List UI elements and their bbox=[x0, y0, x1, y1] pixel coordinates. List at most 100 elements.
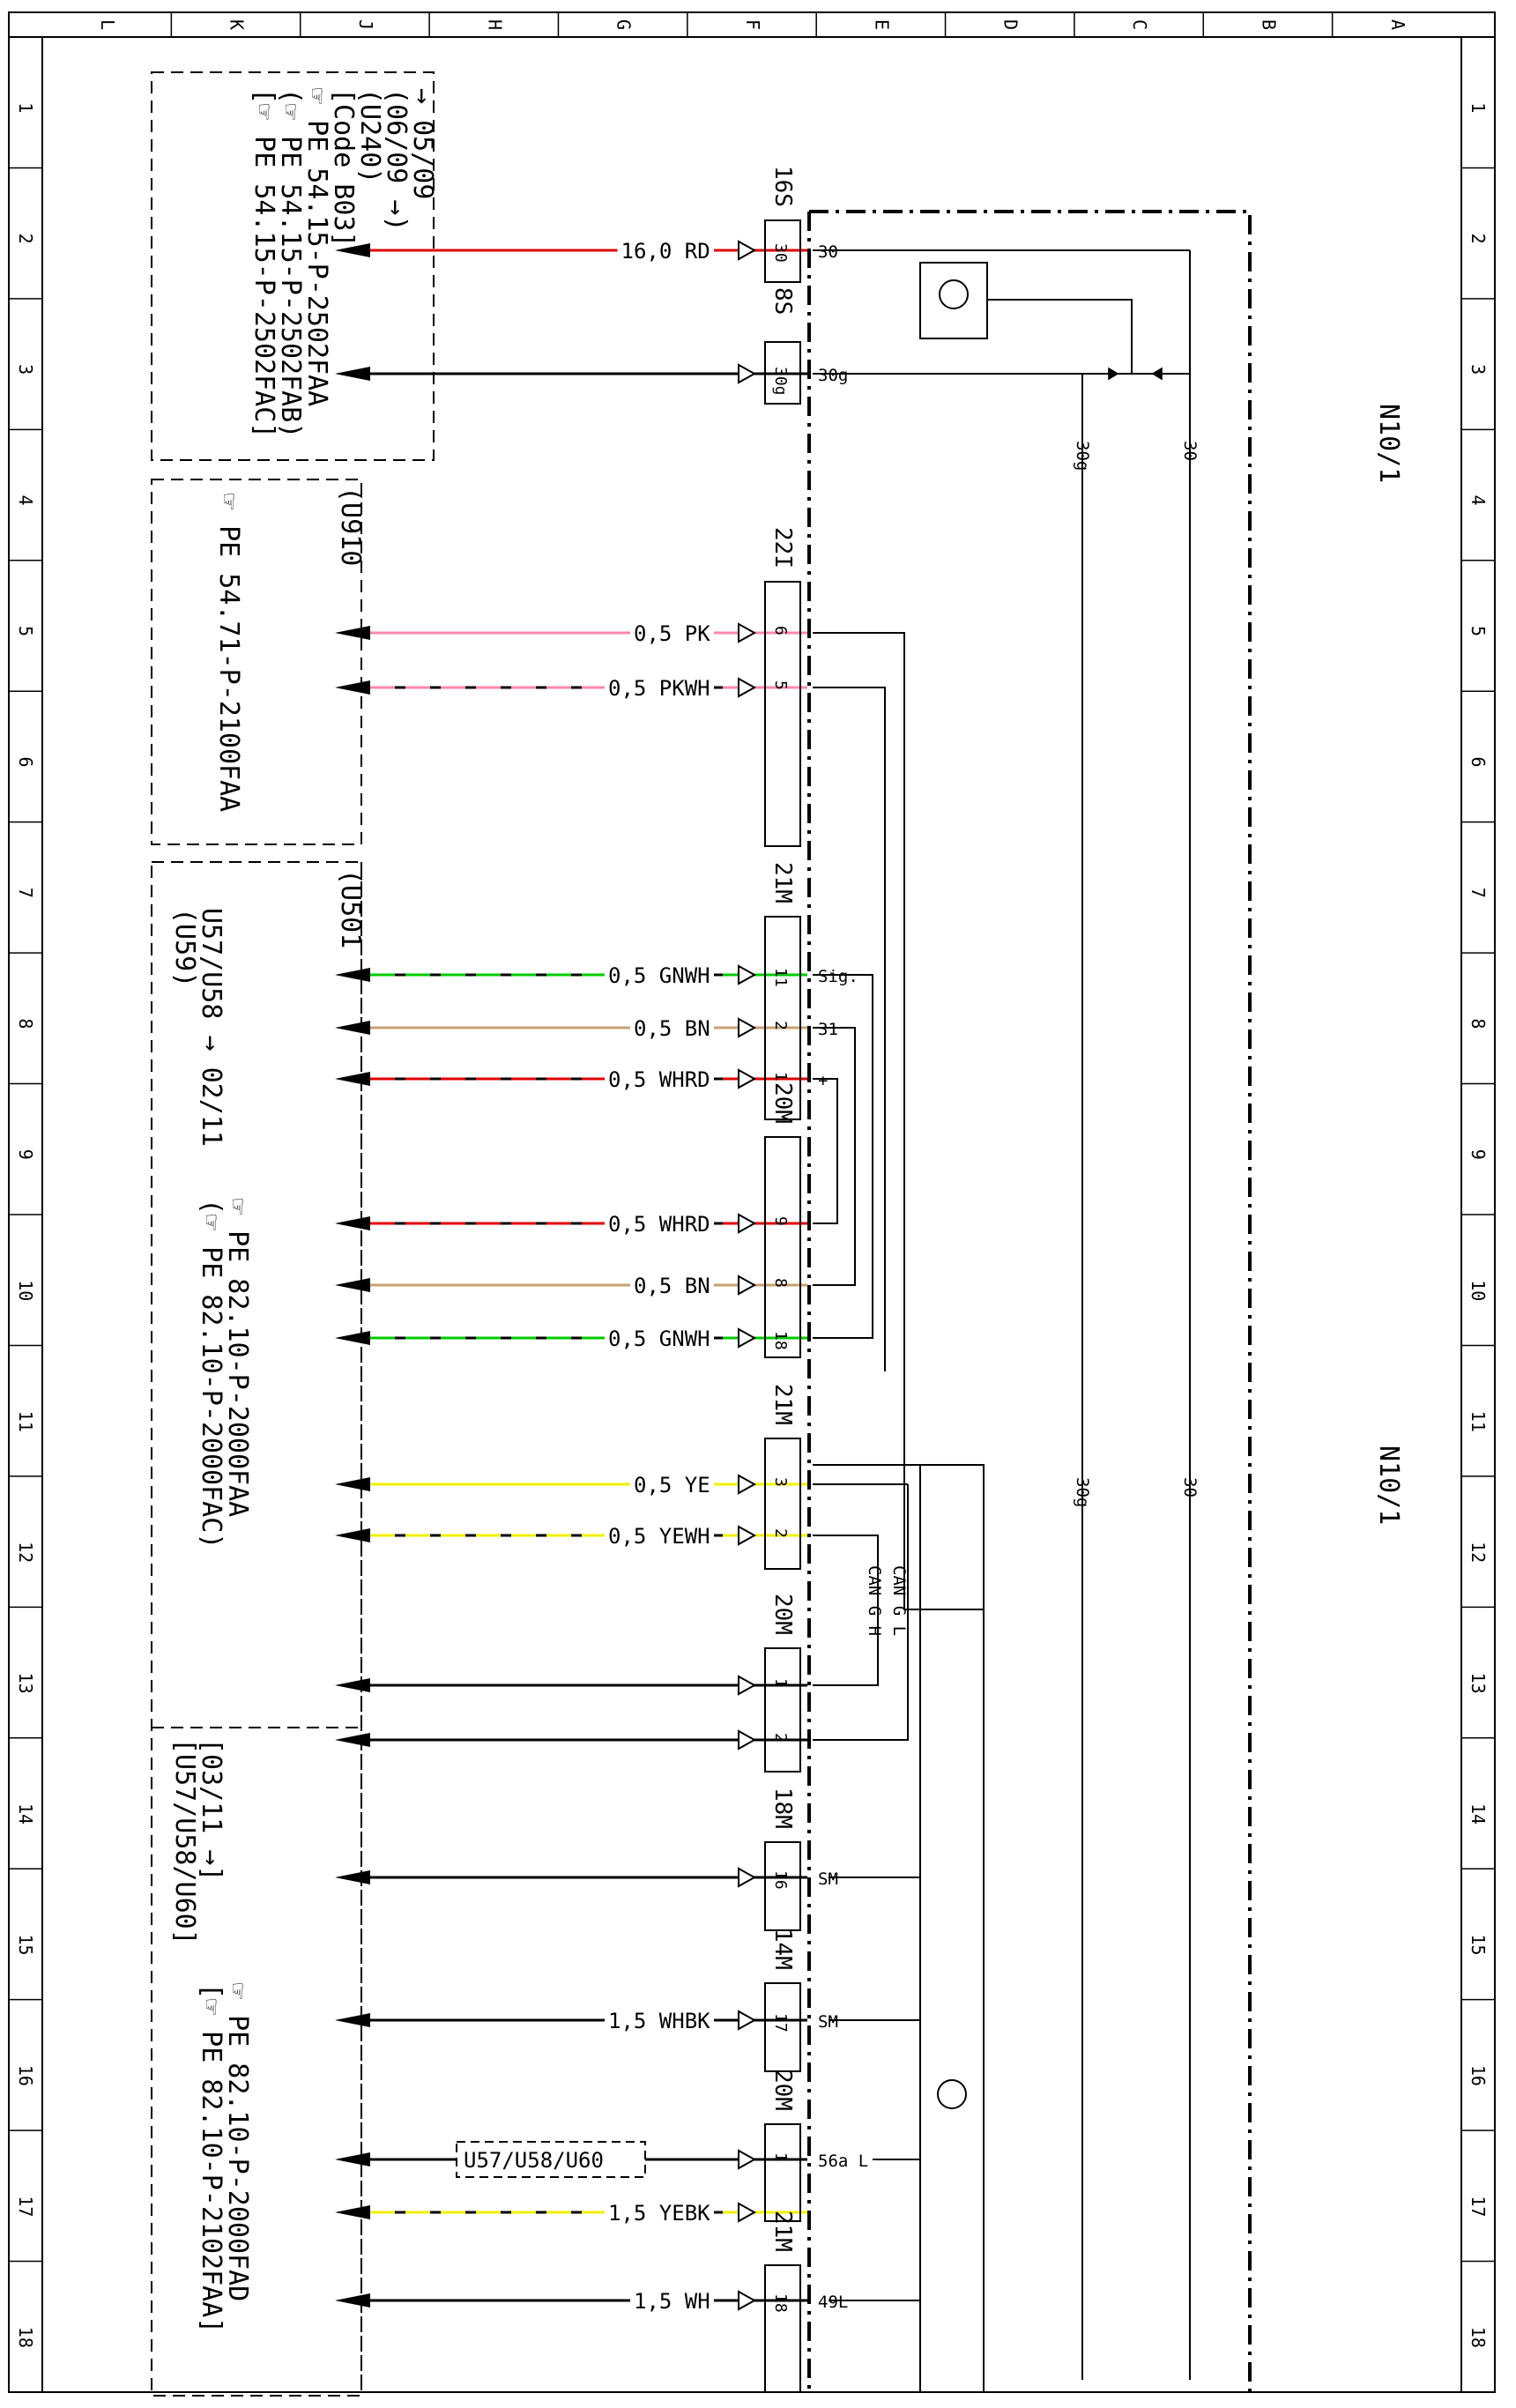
plug-icon bbox=[738, 2202, 757, 2223]
row-number-right: 14 bbox=[1468, 1803, 1489, 1825]
plug-icon bbox=[738, 1017, 757, 1038]
wire-label-bg bbox=[605, 1065, 714, 1091]
pin-number: 30 bbox=[771, 243, 790, 263]
transistor-icon-bottom bbox=[937, 2079, 967, 2109]
ref3-line-5: (☞ PE 82.10-P-2000FAC) bbox=[196, 1199, 227, 1549]
row-number-left: 10 bbox=[15, 1280, 36, 1301]
connector-label: 8S bbox=[769, 287, 796, 315]
trace-sig bbox=[813, 974, 873, 1339]
wire-label-bg bbox=[605, 2006, 714, 2033]
plug-icon bbox=[738, 1474, 757, 1495]
pin-number: 8 bbox=[771, 1278, 790, 1288]
ref3-line-3: (U59) bbox=[169, 908, 200, 987]
arrow-head-icon bbox=[335, 1021, 370, 1035]
row-number-left: 8 bbox=[15, 1018, 36, 1029]
row-number-left: 13 bbox=[15, 1673, 36, 1694]
connector-label: 22I bbox=[769, 527, 796, 569]
internal-circuit bbox=[813, 249, 1191, 2392]
rail-label-30-bottom: 30 bbox=[1180, 1477, 1200, 1498]
component-label-bottom: N10/1 bbox=[1373, 1446, 1404, 1525]
reference-box-3 bbox=[151, 861, 362, 2397]
plug-icon bbox=[738, 240, 757, 261]
connector-label: 14M bbox=[769, 1929, 796, 1970]
ref3-line-2: U57/U58 → 02/11 bbox=[196, 908, 227, 1147]
row-number-right: 1 bbox=[1468, 102, 1489, 113]
connector-block bbox=[764, 1136, 801, 1358]
wire-label: 0,5 WHRD bbox=[608, 1067, 710, 1092]
connector-block bbox=[764, 581, 801, 847]
row-number-right: 9 bbox=[1468, 1149, 1489, 1160]
wire-label-bg bbox=[605, 1209, 714, 1236]
component-label-top: N10/1 bbox=[1373, 404, 1404, 483]
row-number-left: 15 bbox=[15, 1934, 36, 1955]
arrow-head-icon bbox=[335, 1278, 370, 1292]
connector-block bbox=[764, 2264, 801, 2393]
pin-number: 18 bbox=[771, 1331, 790, 1350]
arrow-head-icon bbox=[335, 2293, 370, 2308]
plug-icon bbox=[738, 1729, 757, 1750]
row-number-right: 7 bbox=[1468, 888, 1489, 898]
pin-number: 30g bbox=[771, 367, 790, 396]
plug-icon bbox=[738, 677, 757, 698]
ref1-line-2: (06/09 →) bbox=[381, 88, 412, 232]
wire-label-bg bbox=[617, 236, 714, 263]
wire-label: 0,5 YEWH bbox=[608, 1524, 710, 1549]
trace-31 bbox=[813, 1027, 856, 1286]
row-number-left: 9 bbox=[15, 1149, 36, 1160]
plug-icon bbox=[738, 1213, 757, 1234]
transistor-box-top bbox=[919, 262, 988, 339]
row-number-right: 3 bbox=[1468, 364, 1489, 375]
wire-label-bg bbox=[630, 619, 714, 645]
column-letter: B bbox=[1258, 19, 1279, 30]
pin-number: 2 bbox=[771, 1528, 790, 1538]
arrow-head-icon bbox=[335, 1733, 370, 1747]
ref1-line-7: [☞ PE 54.15-P-2502FAC] bbox=[249, 88, 279, 438]
wire-label: 0,5 PKWH bbox=[608, 676, 710, 701]
connector-label: 20M bbox=[769, 1082, 796, 1124]
control-unit-boundary bbox=[809, 210, 1252, 2392]
connector-block bbox=[764, 1647, 801, 1773]
pin-label-sm-1: SM bbox=[818, 1869, 838, 1889]
rail-label-30g-bottom: 30g bbox=[1073, 1477, 1092, 1507]
row-number-right: 10 bbox=[1468, 1280, 1489, 1301]
connector-label: 20M bbox=[769, 2070, 796, 2111]
row-number-left: 2 bbox=[15, 234, 36, 244]
pin-label-56al: 56a L bbox=[818, 2152, 868, 2171]
connector-label: 21M bbox=[769, 2211, 796, 2252]
arrow-head-icon bbox=[335, 1678, 370, 1692]
row-number-left: 3 bbox=[15, 364, 36, 375]
row-number-right: 11 bbox=[1468, 1411, 1489, 1432]
row-number-left: 5 bbox=[15, 626, 36, 636]
pin-label-can-l: CAN G L bbox=[889, 1565, 909, 1636]
row-number-right: 2 bbox=[1468, 234, 1489, 244]
pin-number: 17 bbox=[771, 2013, 790, 2033]
pin-label-plus: + bbox=[818, 1071, 828, 1090]
row-number-right: 17 bbox=[1468, 2196, 1489, 2217]
ref1-line-3: (U240) bbox=[354, 88, 385, 183]
pin-number: 11 bbox=[771, 968, 790, 987]
wire-label: 1,5 YEBK bbox=[608, 2201, 710, 2226]
row-number-left: 12 bbox=[15, 1542, 36, 1563]
wire-label: 0,5 GNWH bbox=[608, 1327, 710, 1351]
plug-icon bbox=[738, 622, 757, 643]
row-number-left: 7 bbox=[15, 888, 36, 898]
plug-icon bbox=[738, 2010, 757, 2031]
connector-block bbox=[764, 1438, 801, 1570]
wire-label: 16,0 RD bbox=[621, 239, 710, 264]
transistor-icon-top bbox=[939, 279, 969, 309]
ref4-line-1: [03/11 →] bbox=[196, 1738, 227, 1882]
trace-pin5 bbox=[813, 687, 886, 1371]
wire-label: 0,5 BN bbox=[634, 1016, 710, 1041]
pin-number: 2 bbox=[771, 1733, 790, 1743]
pin-label-sig: Sig. bbox=[818, 967, 858, 986]
column-letter: H bbox=[484, 19, 505, 30]
row-number-right: 12 bbox=[1468, 1542, 1489, 1563]
column-letter: C bbox=[1129, 19, 1150, 30]
arrow-head-icon bbox=[335, 1072, 370, 1086]
wire-label: 0,5 YE bbox=[634, 1473, 710, 1498]
column-letter: G bbox=[613, 19, 635, 30]
row-number-left: 17 bbox=[15, 2196, 36, 2217]
